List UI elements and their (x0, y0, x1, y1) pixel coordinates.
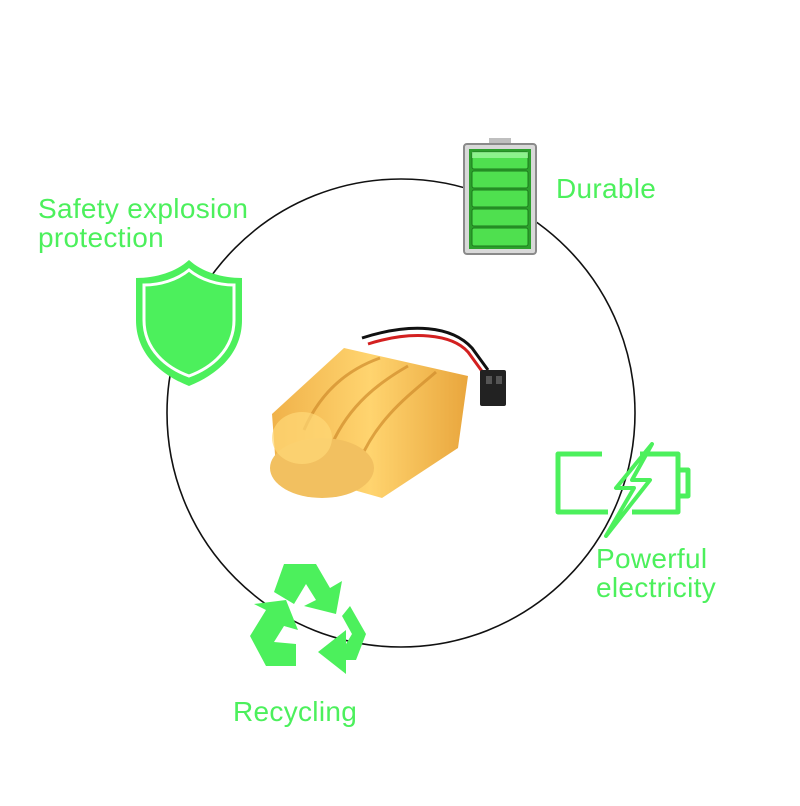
battery-pack-image (270, 326, 506, 498)
powerful-label: Powerful electricity (596, 544, 716, 602)
safety-label-line2: protection (38, 222, 164, 253)
shield-icon (136, 260, 242, 386)
safety-label: Safety explosion protection (38, 194, 248, 252)
powerful-label-line1: Powerful (596, 543, 708, 574)
battery-full-icon (463, 138, 537, 255)
recycling-label: Recycling (233, 696, 358, 727)
recycle-icon (250, 564, 366, 674)
safety-label-line1: Safety explosion (38, 193, 249, 224)
powerful-label-line2: electricity (596, 572, 716, 603)
durable-label: Durable (556, 173, 657, 204)
battery-charging-icon (555, 442, 691, 538)
